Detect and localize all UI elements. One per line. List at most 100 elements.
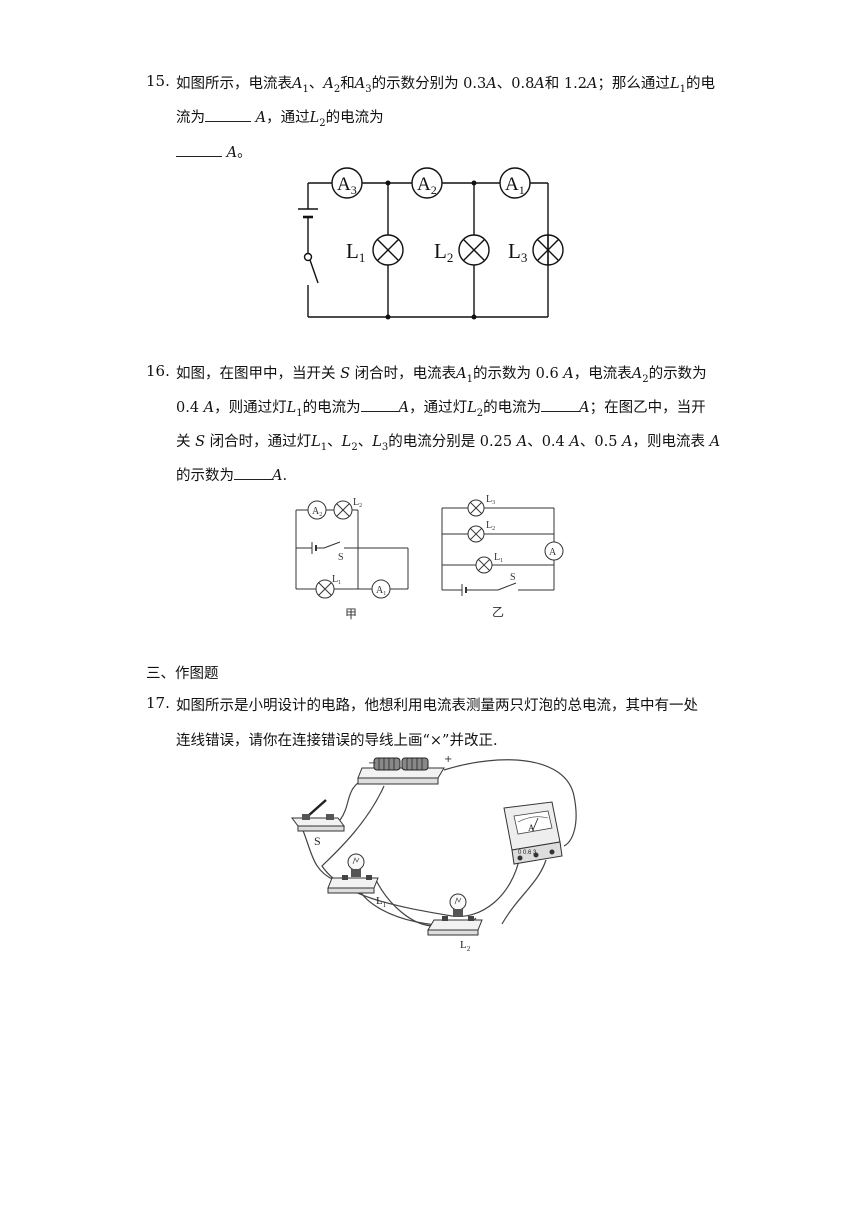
ammeter-scale-label: 0 0.6 3 <box>518 850 537 856</box>
q16-unit: A <box>563 366 574 382</box>
q16-text: 关 <box>176 434 196 450</box>
q15-text: 流为 <box>176 110 205 126</box>
q15-answer-blank-1[interactable] <box>205 107 251 122</box>
q15-var: A <box>354 76 366 92</box>
battery-plus-label: + <box>444 756 452 765</box>
q16-var: L <box>341 434 352 450</box>
q15-number: 15. <box>146 72 170 90</box>
q16-var: L <box>467 400 477 416</box>
fig16b-caption: 乙 <box>492 605 504 619</box>
q16-unit: A <box>516 434 528 450</box>
q16-text: 的电流分别是 0.25 <box>388 434 517 450</box>
q15-text: 的电 <box>685 76 715 92</box>
q17-line-2: 连线错误，请你在连接错误的导线上画“×”并改正. <box>176 733 498 749</box>
q16-var: S <box>195 434 206 450</box>
lamp-l2-label: L2 <box>460 939 471 953</box>
ammeter-group: A 0 0.6 3 <box>503 801 563 865</box>
switch-s-label: S <box>314 834 321 848</box>
q15-sub: 1 <box>302 83 309 95</box>
q15-unit: A <box>486 76 497 92</box>
q15-text: 的示数分别为 0.3 <box>371 76 487 92</box>
fig16a-l1-label: L1 <box>332 574 341 586</box>
q16-text: 、0.4 <box>527 434 570 450</box>
q15-text: 和 1.2 <box>544 76 587 92</box>
lamp-l2-group: L2 <box>427 893 483 953</box>
q17-line-1: 如图所示是小明设计的电路，他想利用电流表测量两只灯泡的总电流，其中有一处 <box>176 698 698 714</box>
lamp-l1-label: L1 <box>376 895 387 909</box>
ammeter-a-label: A <box>528 823 535 833</box>
q16-text: 闭合时，电流表 <box>350 366 457 382</box>
q16-var: L <box>311 434 321 450</box>
q16-var: S <box>340 366 351 382</box>
q16-text: 的示数为 0.6 <box>473 366 564 382</box>
q16-unit: A <box>709 434 721 450</box>
q17-number: 17. <box>146 694 170 712</box>
fig16b-a-label: A <box>549 547 557 558</box>
q16-text: 的示数为 <box>648 366 707 382</box>
q15-unit: A <box>226 145 238 161</box>
fig16a-l2-label: L2 <box>353 497 362 509</box>
q16-sub: 1 <box>466 373 474 385</box>
q16-var: L <box>286 400 297 416</box>
q16-unit: A <box>569 434 580 450</box>
q16-text: 、0.5 <box>579 434 623 450</box>
q15-sub: 2 <box>333 83 341 95</box>
q15-line-3: A。 <box>176 141 252 162</box>
q16-text: ，则通过灯 <box>214 400 287 416</box>
fig16b-l1-label: L1 <box>494 552 503 564</box>
fig15-l2-label: L2 <box>434 239 453 265</box>
q16-unit: A <box>398 400 410 416</box>
q15-sub: 2 <box>319 117 326 129</box>
q16-text: 的电流为 <box>483 400 542 416</box>
q15-unit: A <box>255 110 267 126</box>
fig15-a2-label: A2 <box>417 174 437 197</box>
q16-line-1: 如图，在图甲中，当开关 S 闭合时，电流表A1的示数为 0.6 A，电流表A2的… <box>176 362 707 385</box>
q16-text: ，则电流表 <box>632 434 710 450</box>
q16-answer-blank-3[interactable] <box>234 465 272 480</box>
q16-unit: A <box>579 400 590 416</box>
switch-group: S <box>291 799 345 848</box>
q15-text: 的电流为 <box>325 110 384 126</box>
fig15-l3-label: L3 <box>508 239 527 265</box>
q16-answer-blank-2[interactable] <box>541 397 580 412</box>
q15-circuit-diagram: A3 A2 A1 L1 L2 L3 <box>298 167 564 320</box>
battery-minus-label: − <box>368 758 376 769</box>
q16-sub: 2 <box>642 373 649 385</box>
q16-circuit-jia: A2 L2 S L1 A1 甲 <box>295 497 409 621</box>
q15-text: ；那么通过 <box>597 76 670 92</box>
q15-answer-blank-2[interactable] <box>176 142 222 157</box>
q16-var: L <box>372 434 382 450</box>
q16-sub: 2 <box>351 441 358 453</box>
q15-line-1: 如图所示，电流表A1、A2和A3的示数分别为 0.3A、0.8A和 1.2A；那… <box>176 72 715 95</box>
q16-text: 的示数为 <box>176 468 234 484</box>
q16-sub: 2 <box>476 407 484 419</box>
q16-unit: A <box>622 434 633 450</box>
q16-text: ，通过灯 <box>409 400 468 416</box>
q15-text: ，通过 <box>266 110 310 126</box>
q15-var: A <box>323 76 334 92</box>
q16-text: . <box>282 468 288 484</box>
q16-sub: 1 <box>320 441 328 453</box>
q16-text: 、 <box>357 434 373 450</box>
q16-text: 如图，在图甲中，当开关 <box>176 366 341 382</box>
q16-var: A <box>456 366 467 382</box>
q16-line-3: 关 S 闭合时，通过灯L1、L2、L3的电流分别是 0.25 A、0.4 A、0… <box>176 430 720 453</box>
q15-text: 。 <box>237 145 252 161</box>
q15-text: 、0.8 <box>496 76 535 92</box>
q16-var: A <box>631 366 643 382</box>
fig16b-l2-label: L2 <box>486 520 495 532</box>
q15-text: 和 <box>340 76 355 92</box>
q16-circuit-yi: L3 L2 L1 A S 乙 <box>441 494 564 619</box>
q15-text: 如图所示，电流表 <box>176 76 292 92</box>
fig16b-l3-label: L3 <box>486 494 495 506</box>
q16-answer-blank-1[interactable] <box>360 397 399 412</box>
q16-text: 的电流为 <box>302 400 361 416</box>
fig16a-a2-label: A2 <box>312 506 322 518</box>
q16-sub: 3 <box>381 441 389 453</box>
q16-text: 、 <box>327 434 342 450</box>
q16-sub: 1 <box>296 407 303 419</box>
fig16a-s-label: S <box>338 552 344 563</box>
q16-text: 闭合时，通过灯 <box>205 434 312 450</box>
